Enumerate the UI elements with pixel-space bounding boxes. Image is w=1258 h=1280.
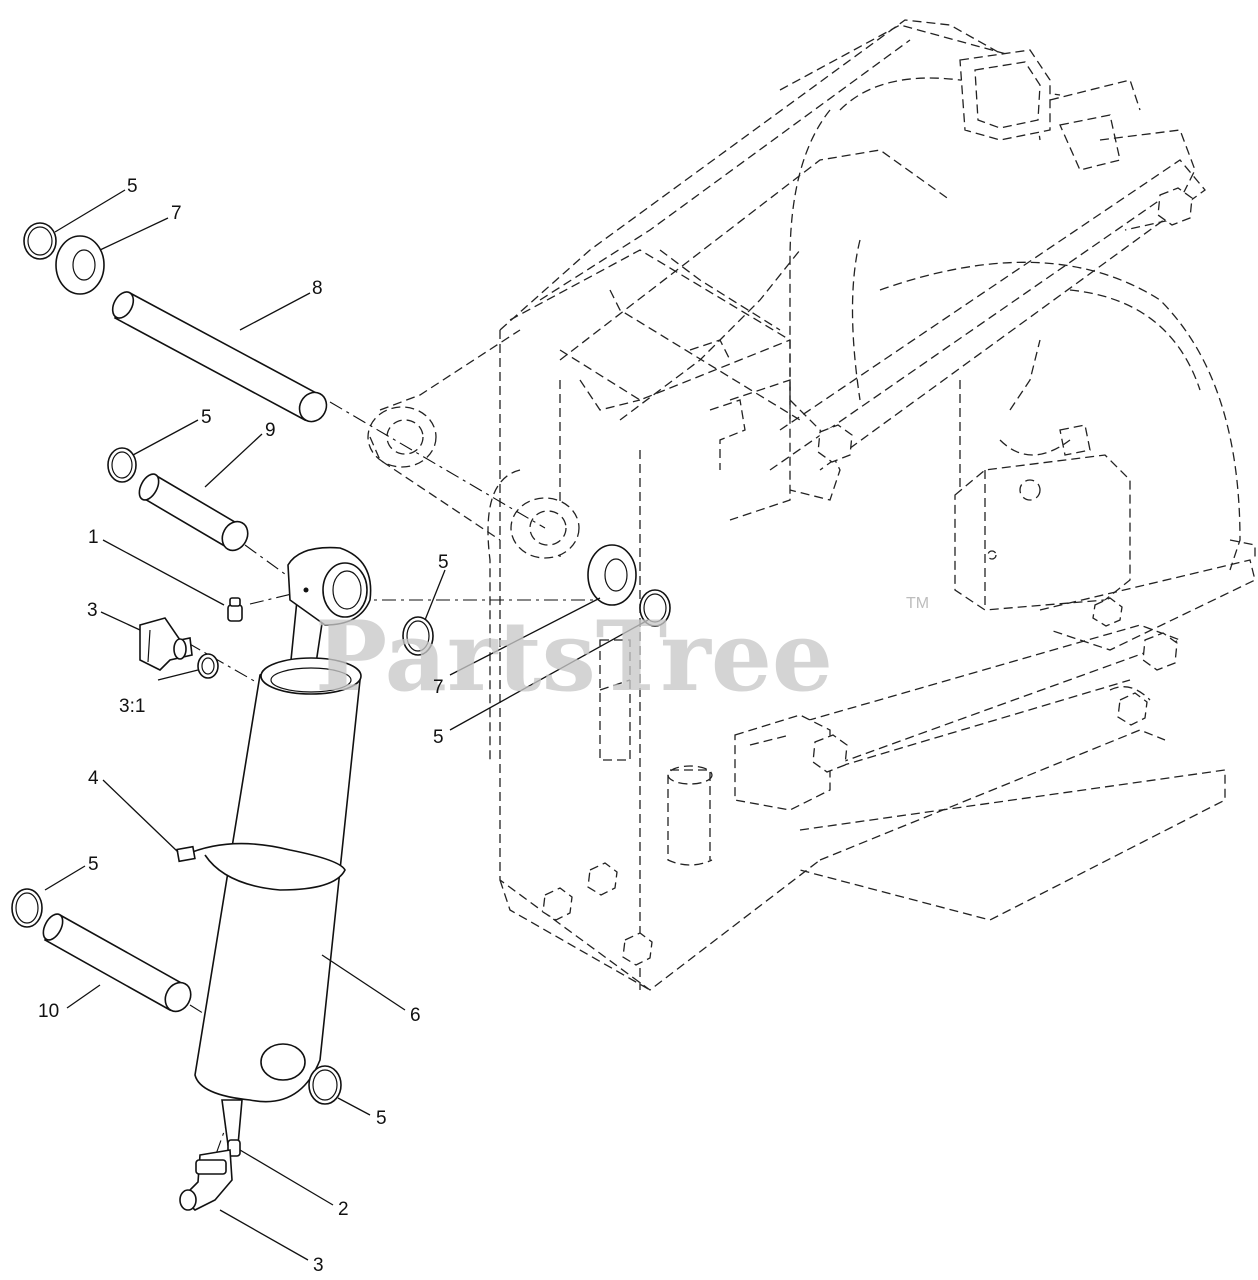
callout-retaining-ring-bottom: 5 (376, 1108, 387, 1129)
leader-lines (44, 189, 649, 1261)
pin-lower (42, 913, 192, 1013)
pin-short (138, 473, 249, 552)
washer-top (55, 235, 105, 295)
retaining-ring-bottom (308, 1065, 342, 1105)
frame-bolts (542, 187, 1193, 966)
frame-bushings (367, 329, 580, 559)
watermark-trademark: TM (906, 595, 929, 612)
right-washer (587, 544, 637, 606)
o-ring (197, 653, 219, 679)
callout-pin-lower: 10 (38, 1001, 59, 1022)
callout-retaining-ring-mid: 5 (201, 407, 212, 428)
callout-grease-fitting-upper: 1 (88, 527, 99, 548)
callout-retaining-ring-top: 5 (127, 176, 138, 197)
retaining-ring-lower (11, 888, 43, 928)
grease-fitting-upper (227, 597, 243, 622)
callout-right-washer: 7 (433, 677, 444, 698)
grease-fitting-lower (227, 1139, 241, 1157)
pin-upper (111, 291, 328, 423)
callout-elbow-fitting-lower: 3 (313, 1255, 324, 1276)
callout-elbow-fitting-upper: 3 (87, 600, 98, 621)
cable-tie (176, 842, 346, 891)
retaining-ring-top (23, 222, 57, 260)
watermark: PartsTree TM (315, 595, 929, 713)
callout-right-ring-cylinder: 5 (438, 552, 449, 573)
callout-cable-tie: 4 (88, 768, 99, 789)
elbow-fitting-lower (179, 1149, 233, 1211)
callout-hydraulic-cylinder: 6 (410, 1005, 421, 1026)
mounting-frame (367, 19, 1256, 991)
right-ring-upper (639, 589, 671, 627)
right-ring-cylinder (402, 616, 434, 656)
retaining-ring-mid (107, 447, 137, 483)
watermark-text: PartsTree (315, 600, 833, 713)
callout-pin-short: 9 (265, 420, 276, 441)
callout-pin-upper: 8 (312, 278, 323, 299)
callout-labels: 5 7 8 5 9 1 3 3:1 5 7 5 4 5 10 6 5 2 3 (38, 176, 449, 1276)
callout-washer-top: 7 (171, 203, 182, 224)
elbow-fitting-upper (139, 617, 193, 671)
callout-grease-fitting-lower: 2 (338, 1199, 349, 1220)
callout-retaining-ring-lower: 5 (88, 854, 99, 875)
callout-right-ring-upper: 5 (433, 727, 444, 748)
callout-o-ring: 3:1 (119, 696, 145, 717)
